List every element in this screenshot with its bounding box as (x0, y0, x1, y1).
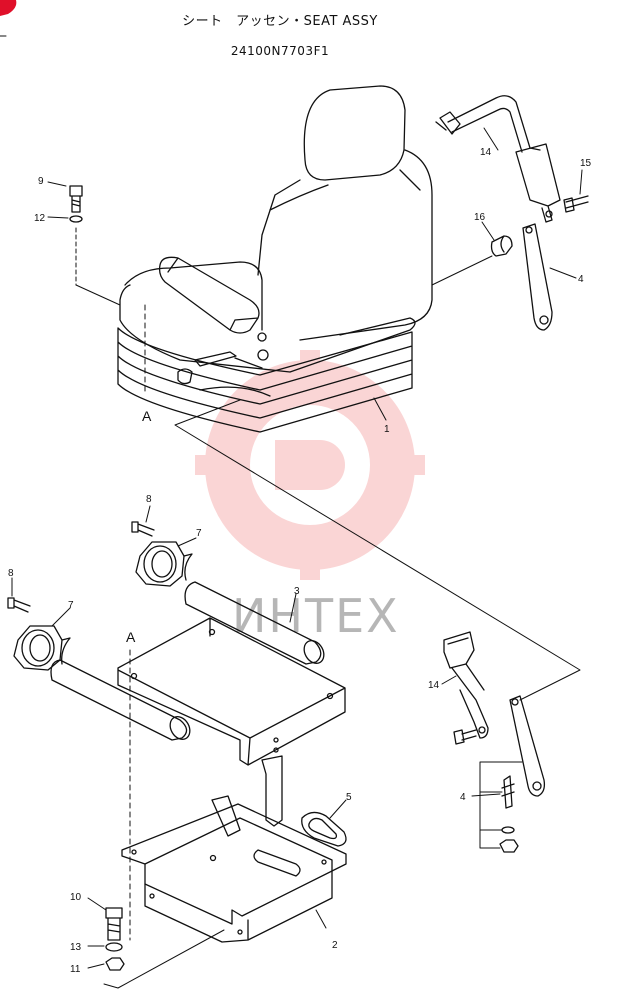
seat-belt-top (431, 95, 589, 331)
seat-assembly (117, 85, 433, 433)
belt-strap-bottom (451, 663, 489, 739)
callout-slide-rail: 3 (294, 586, 300, 597)
callout-seat: 1 (384, 424, 390, 435)
mount-right (135, 541, 185, 587)
hardware-top-left (47, 181, 146, 396)
belt-buckle-bottom (443, 631, 475, 669)
frame-outer (121, 803, 347, 925)
washer-top (69, 215, 83, 223)
bolt-left (7, 597, 31, 613)
callout-labels: 1 2 3 4 4 5 7 7 8 8 9 10 11 12 13 14 14 … (8, 147, 592, 975)
bolt-belt-bottom (453, 729, 477, 745)
belt-strap-top (447, 95, 541, 153)
callout-belt-top: 14 (480, 147, 492, 158)
bolt-belt (563, 195, 589, 213)
seat-headrest (303, 85, 406, 181)
hardware-bottom-left (87, 897, 225, 989)
callout-grommet: 5 (346, 792, 352, 803)
callout-collar: 16 (474, 212, 486, 223)
nut (105, 957, 125, 971)
collar (490, 235, 513, 257)
slide-rail-assembly (7, 505, 346, 941)
belt-sleeve-top (515, 143, 561, 223)
callout-mount-right: 7 (196, 528, 202, 539)
callout-washer-top: 12 (34, 213, 46, 224)
bolt-top (69, 185, 83, 213)
callout-bolt-top: 9 (38, 176, 44, 187)
seat-armrest (158, 256, 260, 334)
view-label-a-bottom: A (126, 629, 136, 645)
bolt-bottom (105, 907, 123, 941)
callout-washer-bottom: 13 (70, 942, 82, 953)
seat-base-layers (117, 327, 413, 433)
callout-bolt-left: 8 (8, 568, 14, 579)
leader-seat-to-rail (174, 399, 581, 701)
callout-bolt-bottom: 10 (70, 892, 82, 903)
belt-buckle-top (435, 111, 461, 135)
frame-bracket (211, 755, 283, 837)
belt-bracket-top (522, 223, 553, 331)
watermark-text: ИНТЕХ (232, 589, 400, 643)
diagram-title: シート アッセン・SEAT ASSY (182, 14, 378, 29)
base-frame (121, 755, 347, 943)
callout-bolt-right: 8 (146, 494, 152, 505)
corner-mark (0, 0, 17, 16)
seat-cushion (119, 261, 416, 373)
rail-tube-right (184, 581, 322, 665)
rail-tube-left (50, 659, 188, 741)
seat-belt-bottom (441, 631, 546, 853)
frame-slot (253, 849, 301, 877)
callout-bolt-belt: 15 (580, 158, 592, 169)
seat-adjust-lever (177, 351, 263, 385)
callout-base-frame: 2 (332, 940, 338, 951)
callout-nut: 11 (70, 964, 81, 975)
washer-bottom (105, 942, 123, 952)
view-label-a-top: A (142, 408, 152, 424)
belt-bracket-bottom (509, 695, 546, 797)
mount-left (13, 625, 63, 671)
bolt-right (131, 521, 155, 537)
grommet (301, 811, 347, 847)
rail-plate (117, 617, 346, 766)
callout-belt-bracket-top: 4 (578, 274, 584, 285)
callout-mount-left: 7 (68, 600, 74, 611)
part-number: 24100N7703F1 (230, 44, 330, 58)
watermark-logo (195, 350, 425, 580)
callout-belt-bottom: 14 (428, 680, 440, 691)
callout-belt-bracket-bottom: 4 (460, 792, 466, 803)
